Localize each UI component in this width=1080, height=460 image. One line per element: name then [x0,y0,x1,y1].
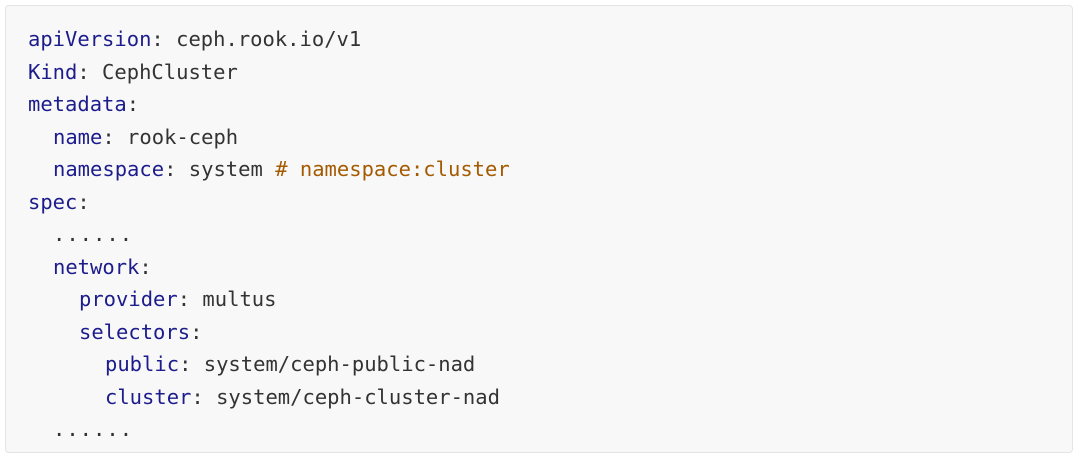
yaml-key: spec [28,189,78,214]
yaml-colon: : [177,287,191,311]
ellipsis-text: ...... [53,222,134,246]
code-line-public: public: system/ceph-public-nad [28,348,1072,381]
code-line-provider: provider: multus [28,283,1072,316]
yaml-colon: : [139,254,152,279]
yaml-colon: : [179,352,192,376]
yaml-value: CephCluster [89,59,238,84]
yaml-colon: : [164,157,177,181]
yaml-key: selectors [79,319,191,344]
code-line-spec: spec: [28,186,1072,219]
yaml-key: apiVersion [28,27,152,51]
yaml-key: cluster [105,384,192,409]
yaml-colon: : [191,384,204,409]
code-line-cluster: cluster: system/ceph-cluster-nad [28,381,1072,414]
yaml-key: network [53,254,140,279]
yaml-colon: : [126,92,140,116]
code-line-name: name: rook-ceph [28,121,1072,154]
yaml-value: system/ceph-cluster-nad [203,384,500,409]
code-line-apiversion: apiVersion: ceph.rook.io/v1 [28,23,1072,56]
yaml-key: public [105,352,180,376]
yaml-colon: : [77,59,90,84]
code-line-kind: Kind: CephCluster [28,56,1072,89]
yaml-colon: : [77,189,90,214]
yaml-value: system/ceph-public-nad [191,352,476,376]
yaml-colon: : [151,27,164,51]
yaml-key: Kind [28,59,78,84]
yaml-key: metadata [28,92,127,116]
yaml-value: multus [190,287,277,311]
code-line-selectors: selectors: [28,316,1072,349]
ellipsis-text: ...... [53,417,134,441]
yaml-colon: : [190,319,203,344]
code-line-namespace: namespace: system # namespace:cluster [28,153,1072,186]
yaml-comment: # namespace:cluster [275,157,510,181]
yaml-key: namespace [53,157,165,181]
yaml-value: system [176,157,276,181]
code-line-ellipsis: ...... [28,218,1072,251]
yaml-key: name [53,124,103,149]
code-line-network: network: [28,251,1072,284]
yaml-key: provider [79,287,178,311]
yaml-colon: : [102,124,115,149]
code-line-ellipsis: ...... [28,413,1072,446]
yaml-value: ceph.rook.io/v1 [163,27,362,51]
yaml-value: rook-ceph [114,124,239,149]
code-block: apiVersion: ceph.rook.io/v1 Kind: CephCl… [5,5,1073,453]
code-line-metadata: metadata: [28,88,1072,121]
